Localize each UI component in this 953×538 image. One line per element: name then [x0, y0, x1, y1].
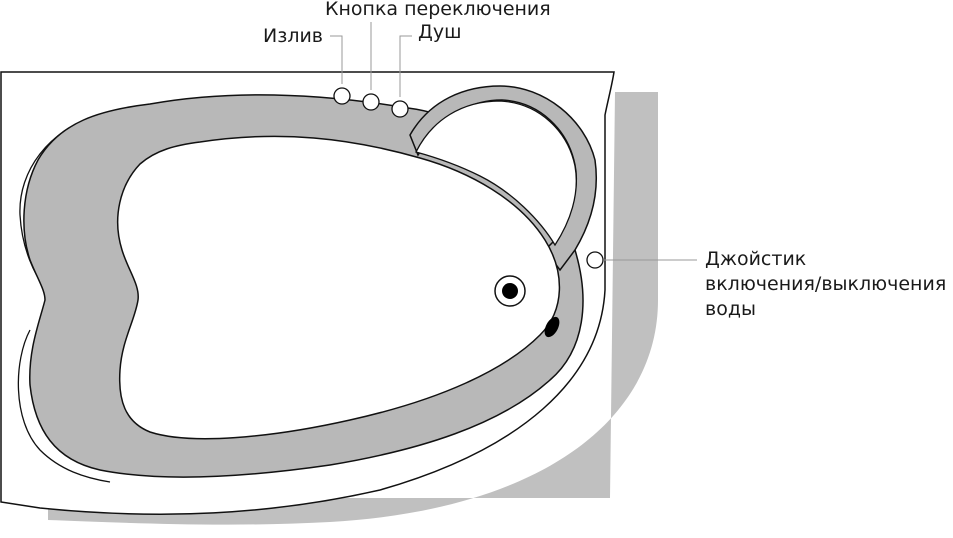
leader-line-spout [330, 35, 343, 84]
spout-label: Излив [263, 25, 324, 47]
drain-center [502, 283, 518, 299]
shower-button[interactable] [391, 100, 409, 118]
joystick-button[interactable] [586, 251, 604, 269]
joystick-label-line-2: включения/выключения [705, 273, 947, 295]
joystick-label-line-1: Джойстик [705, 248, 807, 270]
tub-shadow [48, 92, 658, 525]
overflow-hole [544, 316, 560, 338]
joystick-label-line-3: воды [705, 298, 756, 320]
tub-seat-inner [415, 100, 577, 247]
tub-inner-basin [116, 135, 561, 440]
shower-label: Душ [418, 21, 462, 43]
switch-button-label: Кнопка переключения [325, 0, 551, 20]
spout-button[interactable] [333, 87, 351, 105]
leader-line-shower [399, 35, 412, 97]
joystick-label: Джойстик включения/выключения воды [705, 247, 953, 322]
switch-button[interactable] [362, 93, 380, 111]
